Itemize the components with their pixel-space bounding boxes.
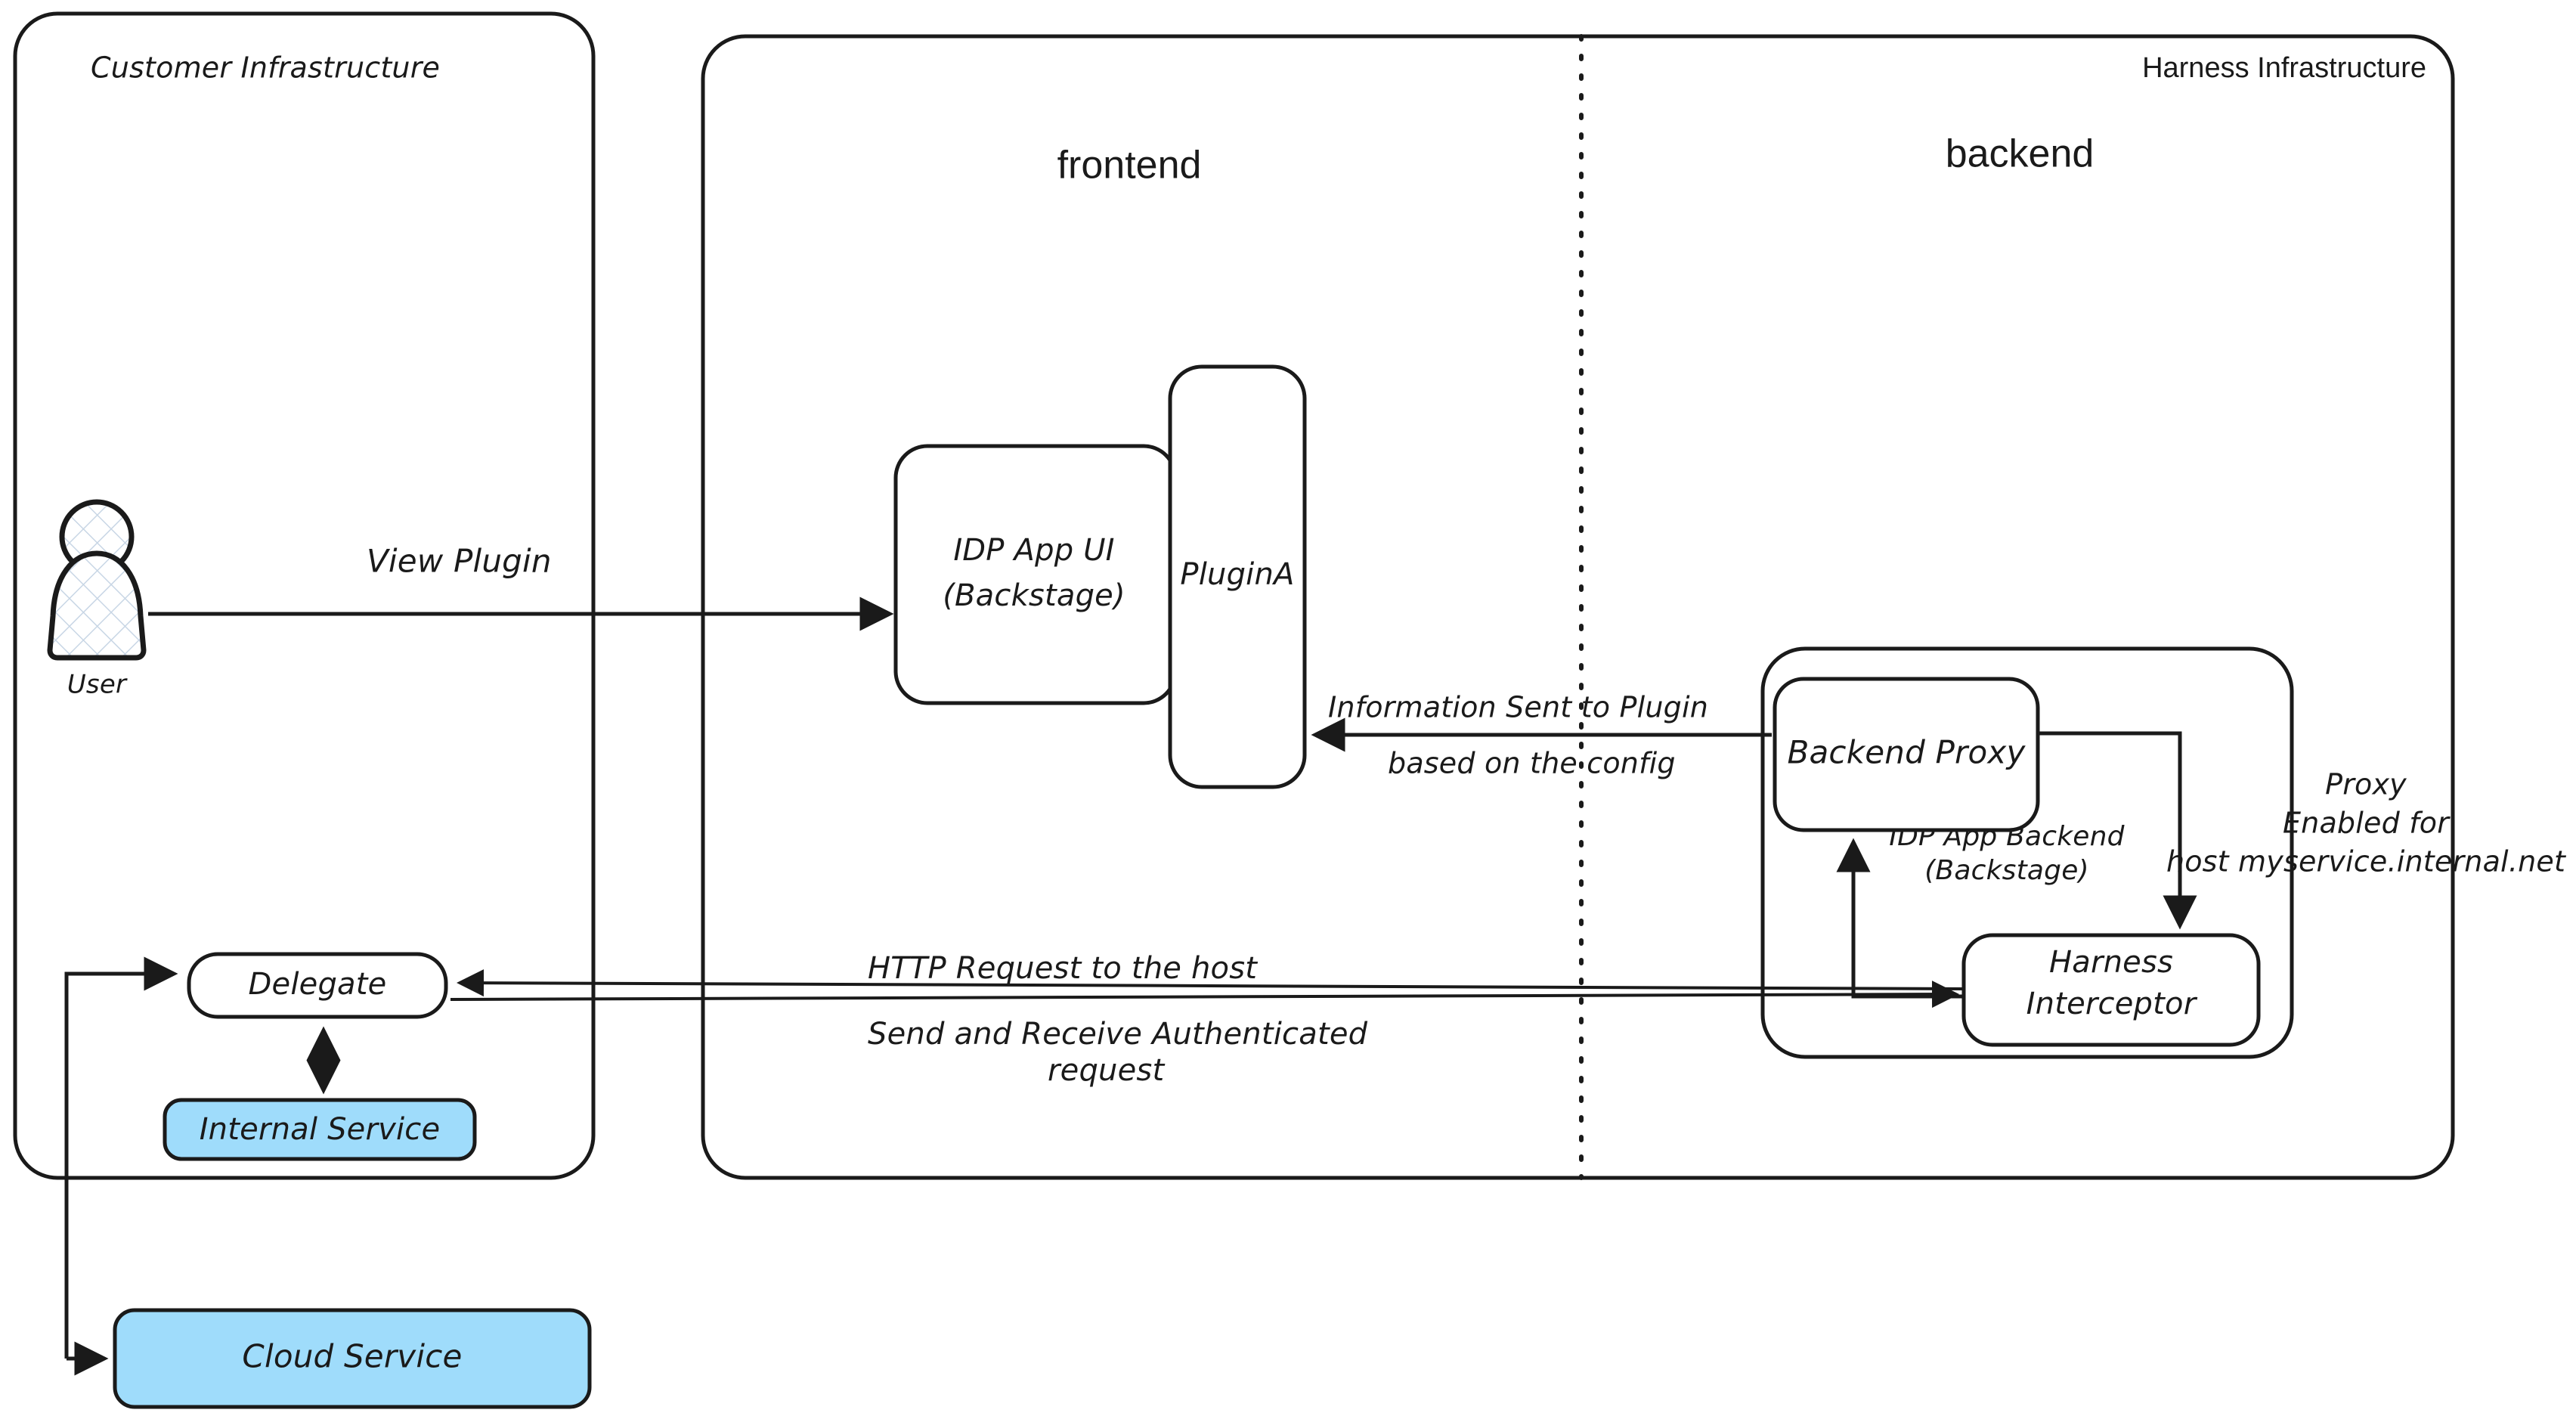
edge-label-information-sent-line1: Information Sent to Plugin <box>1328 691 1708 724</box>
node-label-harness-interceptor-line1: Harness <box>2049 945 2173 980</box>
node-plugin-a[interactable]: PluginA <box>1168 364 1307 789</box>
edge-interceptor-to-backend-proxy <box>1836 838 1964 999</box>
zone-label-backend: backend <box>1946 132 2095 176</box>
node-cloud-service[interactable]: Cloud Service <box>113 1308 592 1409</box>
edge-backend-proxy-to-interceptor <box>2038 731 2197 930</box>
annotation-proxy-enabled-line2: Enabled for <box>2283 807 2451 840</box>
node-label-harness-interceptor-line2: Interceptor <box>2026 987 2198 1021</box>
user-icon <box>47 499 147 661</box>
edge-http-request-to-host: HTTP Request to the host <box>457 951 1963 997</box>
actor-label-user: User <box>67 670 128 700</box>
edge-view-plugin: View Plugin <box>148 543 894 631</box>
node-backend-proxy[interactable]: Backend Proxy <box>1773 677 2040 832</box>
node-label-idp-app-ui-line2: (Backstage) <box>943 578 1125 613</box>
container-label-customer-infrastructure: Customer Infrastructure <box>91 51 440 85</box>
edge-label-http-request: HTTP Request to the host <box>868 951 1258 986</box>
edge-authenticated-request: Send and Receive Authenticated request <box>450 981 1959 1088</box>
edge-label-authenticated-line1: Send and Receive Authenticated <box>868 1017 1368 1052</box>
node-delegate[interactable]: Delegate <box>187 952 448 1019</box>
edge-label-view-plugin: View Plugin <box>367 543 552 580</box>
annotation-proxy-enabled: Proxy Enabled for host myservice.interna… <box>2166 768 2567 878</box>
node-label-cloud-service: Cloud Service <box>242 1338 462 1375</box>
node-label-backend-proxy: Backend Proxy <box>1787 734 2026 771</box>
actor-user: User <box>47 499 147 700</box>
zone-label-frontend: frontend <box>1057 144 1202 187</box>
container-customer-infrastructure: Customer Infrastructure <box>13 11 596 1180</box>
edge-information-sent-to-plugin: Information Sent to Plugin based on the … <box>1311 691 1772 780</box>
annotation-proxy-enabled-line1: Proxy <box>2325 768 2407 801</box>
annotation-proxy-enabled-line3: host myservice.internal.net <box>2166 845 2567 878</box>
edge-label-authenticated-line2: request <box>1048 1053 1165 1088</box>
edge-label-information-sent-line2: based on the config <box>1388 747 1676 780</box>
node-label-delegate: Delegate <box>249 967 387 1002</box>
node-harness-interceptor[interactable]: Harness Interceptor <box>1961 933 2261 1047</box>
node-label-idp-app-ui-line1: IDP App UI <box>953 533 1114 568</box>
node-internal-service[interactable]: Internal Service <box>163 1098 477 1161</box>
edge-delegate-cloud-branch <box>64 956 178 1376</box>
node-label-internal-service: Internal Service <box>200 1112 441 1147</box>
node-label-plugin-a: PluginA <box>1180 557 1294 592</box>
container-label-harness-infrastructure: Harness Infrastructure <box>2142 52 2426 84</box>
container-label-idp-app-backend-line2: (Backstage) <box>1924 855 2089 886</box>
node-idp-app-ui[interactable]: IDP App UI (Backstage) <box>893 444 1178 705</box>
